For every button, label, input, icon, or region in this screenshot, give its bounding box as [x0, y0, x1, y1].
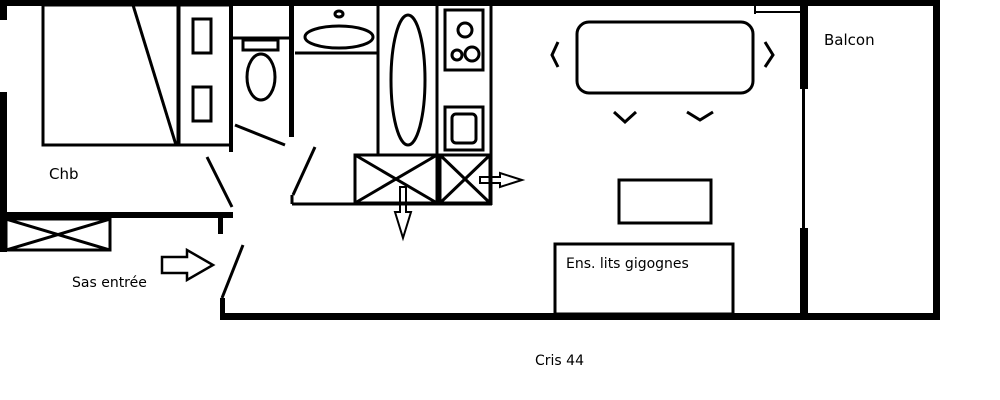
- bed: [41, 3, 180, 147]
- room-label-bunk-beds: Ens. lits gigognes: [566, 256, 689, 272]
- outer-walls: [0, 0, 940, 320]
- living-room: [550, 5, 800, 316]
- bedroom-door: [205, 156, 234, 208]
- cupboards: [353, 153, 492, 205]
- room-label-entrance: Sas entrée: [72, 275, 147, 291]
- balcony-wall: [800, 5, 808, 315]
- room-label-balcony: Balcon: [824, 31, 875, 49]
- wc: [233, 0, 294, 147]
- entrance-door: [220, 244, 245, 299]
- kitchen: [443, 5, 493, 205]
- wardrobe-chb: [4, 217, 112, 252]
- arrow-down-icon: [393, 186, 413, 242]
- plan-caption: Cris 44: [535, 353, 584, 369]
- arrow-right-icon: [479, 171, 526, 189]
- room-label-bedroom: Chb: [49, 165, 79, 183]
- closet: [177, 0, 233, 152]
- arrow-entrance-icon: [160, 247, 216, 283]
